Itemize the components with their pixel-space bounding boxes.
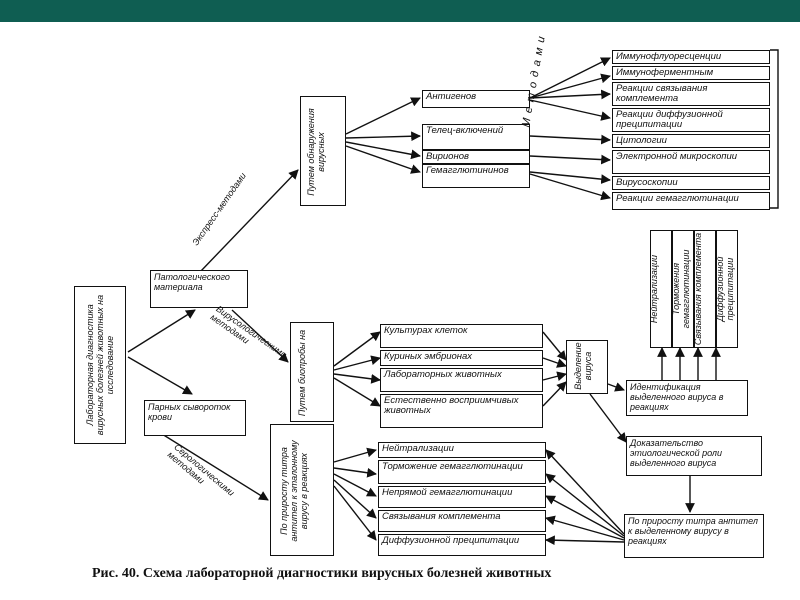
bioassay-box: Путем биопробы на <box>290 322 334 422</box>
method-diffusion-precipitation: Реакции диффузионной преципитации <box>612 108 770 132</box>
method-hemagglutination: Реакции гемагглютинации <box>612 192 770 210</box>
arrow-root-serum <box>127 356 193 395</box>
arrow-serum-titer <box>161 433 269 501</box>
arrow-material-bioassay <box>231 309 289 363</box>
diagram: Лабораторная диагностика вирусных болезн… <box>0 22 800 600</box>
detection-box: Путем обнаружения вирусных <box>300 96 346 206</box>
material-box: Патологического материала <box>150 270 248 308</box>
sero-reaction-precipitation: Диффузионной преципитации <box>378 534 546 556</box>
host-laboratory-animals: Лабораторных животных <box>380 368 543 392</box>
ident-reaction-precipitation: Диффузионной преципитации <box>716 230 738 348</box>
isolation-text: Выделение вируса <box>573 342 593 390</box>
target-antigens: Антигенов <box>422 90 530 108</box>
method-immunoenzyme: Иммуноферментным <box>612 66 770 80</box>
serum-box: Парных сывороток крови <box>144 400 246 436</box>
ident-reaction-hai: Торможения гемагглютинации <box>672 230 694 348</box>
host-chicken-embryos: Куриных эмбрионах <box>380 350 543 366</box>
method-cytology: Цитологии <box>612 134 770 148</box>
sero-reaction-hai: Торможение гемагглютинации <box>378 460 546 484</box>
evidence-box: Доказательство этиологической роли выдел… <box>626 436 762 476</box>
isolation-box: Выделение вируса <box>566 340 608 394</box>
host-susceptible-animals: Естественно восприимчивых животных <box>380 394 543 428</box>
method-electron-microscopy: Электронной микроскопии <box>612 150 770 174</box>
connector-arrows <box>127 49 779 546</box>
identification-box: Идентификация выделенного вируса в реакц… <box>626 380 748 416</box>
arrow-root-material <box>127 309 196 353</box>
target-hemagglutinins: Гемагглютининов <box>422 164 530 188</box>
target-inclusion-bodies: Телец-включений <box>422 124 530 150</box>
figure-caption: Рис. 40. Схема лабораторной диагностики … <box>92 566 552 581</box>
bioassay-text: Путем биопробы на <box>297 329 307 417</box>
detection-text: Путем обнаружения вирусных <box>306 108 326 196</box>
host-cell-cultures: Культурах клеток <box>380 324 543 348</box>
arrow-material-detection <box>199 169 299 273</box>
target-virions: Вирионов <box>422 150 530 164</box>
method-immunofluorescence: Иммунофлуоресценции <box>612 50 770 64</box>
root-box: Лабораторная диагностика вирусных болезн… <box>74 286 126 444</box>
method-virusoscopy: Вирусоскопии <box>612 176 770 190</box>
titer-left-text: По приросту титра антител к эталонному в… <box>279 440 309 542</box>
root-text: Лабораторная диагностика вирусных болезн… <box>85 294 115 436</box>
titer-right-box: По приросту титра антител к выделенному … <box>624 514 764 558</box>
ident-reaction-complement: Связывания комплемента <box>694 230 716 348</box>
sero-reaction-neutralization: Нейтрализации <box>378 442 546 458</box>
ident-reaction-neutralization: Нейтрализации <box>650 230 672 348</box>
method-complement-fixation: Реакции связывания комплемента <box>612 82 770 106</box>
sero-reaction-indirect-ha: Непрямой гемагглютинации <box>378 486 546 508</box>
slide-top-bar <box>0 0 800 22</box>
titer-left-box: По приросту титра антител к эталонному в… <box>270 424 334 556</box>
sero-reaction-complement: Связывания комплемента <box>378 510 546 532</box>
